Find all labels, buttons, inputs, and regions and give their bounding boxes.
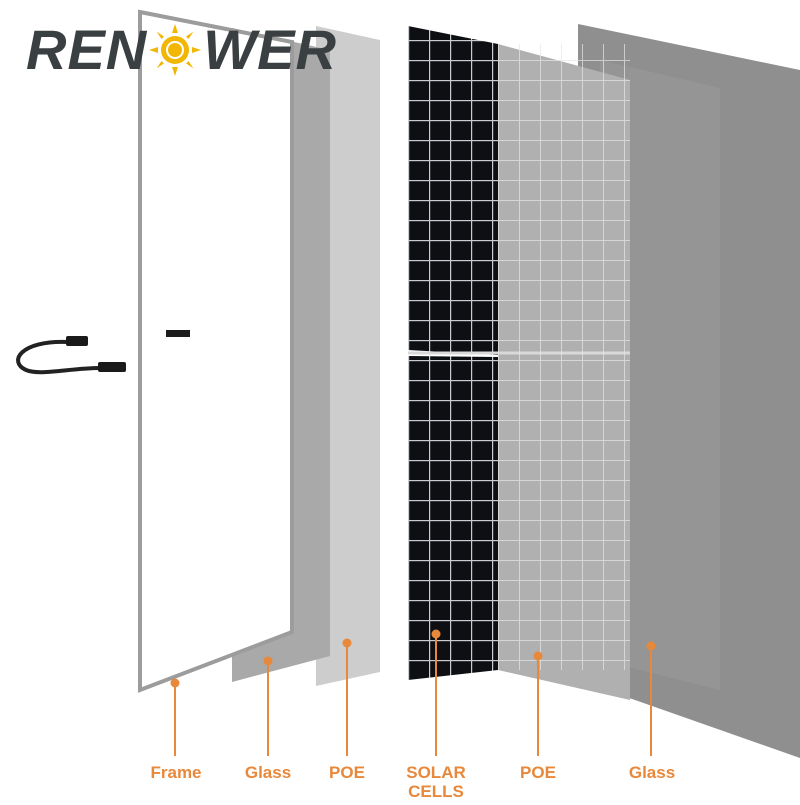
- label-poe-front: POE: [329, 763, 365, 782]
- logo-text-right: WER: [203, 18, 337, 81]
- brand-logo: REN WER: [26, 22, 337, 78]
- solar-cells-layer: [408, 26, 498, 355]
- cells-grid-overlay: [498, 44, 630, 670]
- label-poe-back: POE: [520, 763, 556, 782]
- junction-cable-icon: [16, 336, 126, 375]
- logo-text-left: REN: [26, 18, 148, 81]
- label-glass-front: Glass: [244, 763, 292, 782]
- frame-layer: [138, 9, 294, 693]
- sun-logo-icon: [149, 24, 202, 76]
- frame-clip: [166, 330, 190, 337]
- front-poe-layer: [316, 26, 380, 686]
- solar-cells-layer-lower: [408, 356, 498, 680]
- label-glass-back: Glass: [628, 763, 676, 782]
- leader-lines: [170, 629, 656, 756]
- label-frame: Frame: [150, 763, 202, 782]
- label-solar-cells: SOLAR CELLS: [406, 763, 466, 801]
